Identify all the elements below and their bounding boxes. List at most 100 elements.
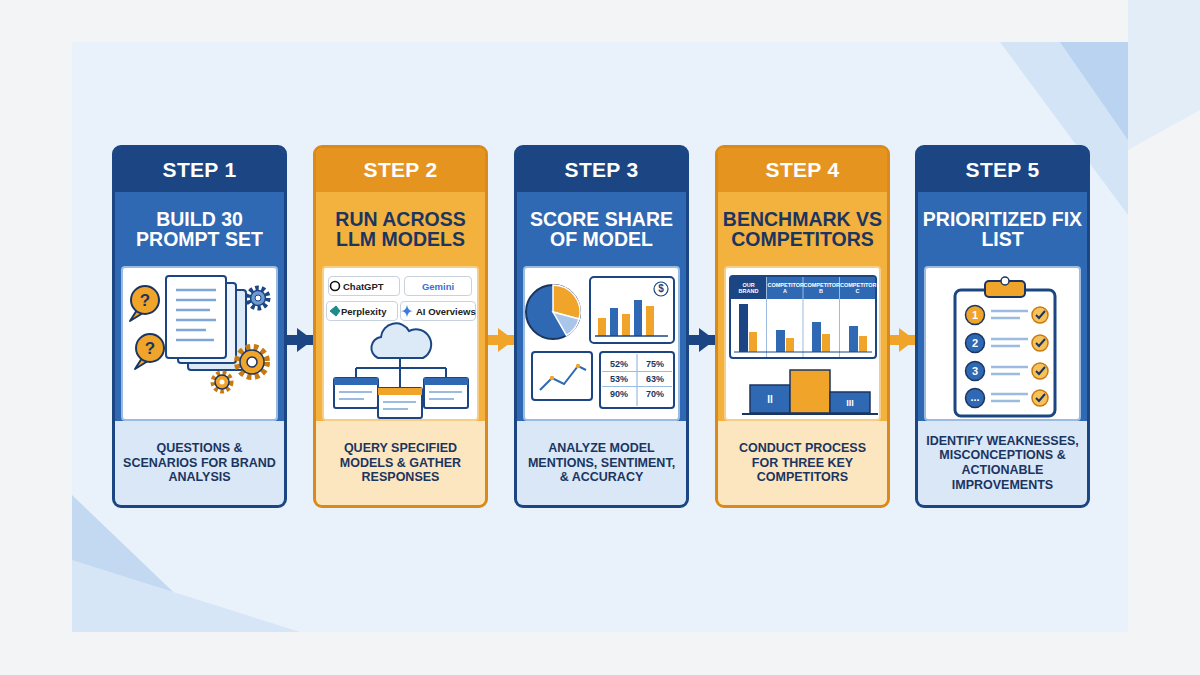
benchmark-chart [849,326,858,352]
step-description: CONDUCT PROCESS FOR THREE KEY COMPETITOR… [725,441,880,485]
description-area: ANALYZE MODEL MENTIONS, SENTIMENT, & ACC… [517,421,686,505]
question-mark: ? [140,292,150,309]
document-stack [178,283,236,363]
model-chip: Perplexity [326,301,398,321]
table-cell: 63% [646,375,664,384]
gear-icon [248,288,268,308]
cloud-network [339,392,462,409]
line-chart-card [532,352,592,400]
question-bubble [136,334,164,362]
step-label: STEP 2 [364,158,438,182]
title-area: BUILD 30 PROMPT SET [115,192,284,266]
gear-icon [220,380,225,385]
step-description: QUESTIONS & SCENARIOS FOR BRAND ANALYSIS [122,441,277,485]
cloud-network [334,378,378,408]
table-cell: 52% [610,360,628,369]
step-column: STEP 2 RUN ACROSS LLM MODELS QUERY SPECIFI… [313,145,488,508]
benchmark-chart [767,277,840,357]
list-number: 2 [972,338,978,349]
description-area: QUESTIONS & SCENARIOS FOR BRAND ANALYSIS [115,421,284,505]
header-band: STEP 1 [115,148,284,192]
line-chart-card [540,366,586,390]
model-name: Gemini [422,281,454,292]
step-label: STEP 4 [766,158,840,182]
model-logo [330,282,413,318]
bar-chart-card [610,308,618,336]
clipboard [966,334,985,353]
bar-chart-card [590,277,674,343]
flow-arrow [488,335,514,345]
description-area: QUERY SPECIFIED MODELS & GATHER RESPONSE… [316,421,485,505]
cloud-network [334,323,468,418]
clipboard [1032,335,1048,351]
clipboard [985,281,1025,297]
step-title: BENCHMARK VS COMPETITORS [722,209,883,250]
benchmark-chart [731,277,766,299]
benchmark-chart [730,276,876,358]
bar-chart-card [595,335,668,337]
podium [790,370,830,413]
pie-chart [553,312,579,335]
bar-chart-card [646,306,654,336]
table-card [600,352,674,408]
rank-number: III [846,399,854,408]
model-name: Perplexity [341,306,386,317]
gear-icon [213,288,268,391]
pie-chart [526,285,580,339]
gear-icon [213,373,231,391]
bar-chart-card [622,314,630,336]
model-chip: Gemini [404,276,472,296]
model-logo [401,305,413,317]
document-stack [176,290,216,340]
podium [830,392,870,413]
benchmark-chart [731,277,875,299]
title-area: SCORE SHARE OF MODEL [517,192,686,266]
table-card [600,352,674,408]
clipboard [966,306,985,325]
header-band: STEP 3 [517,148,686,192]
benchmark-chart [859,336,867,352]
clipboard [1036,311,1045,401]
line-chart-card [550,376,554,380]
column-header: COMPETITOR C [840,283,875,294]
header-band: STEP 4 [718,148,887,192]
step-description: IDENTIFY WEAKNESSES, MISCONCEPTIONS & AC… [925,434,1080,493]
table-cell: 53% [610,375,628,384]
illustration-panel [523,266,680,421]
gear-icon [251,291,266,306]
benchmark-chart [786,338,794,352]
pie-chart [553,285,580,319]
step-column: STEP 1BUILD 30 PROMPT SET QUESTIONS & SCE… [112,145,287,508]
cloud-network [378,388,422,418]
step-label: STEP 3 [565,158,639,182]
clipboard [991,311,1028,401]
bar-chart-card [598,318,606,336]
benchmark-chart [730,276,876,358]
illustration-panel [724,266,881,421]
step-title: PRIORITIZED FIX LIST [922,209,1083,250]
column-header: COMPETITOR B [804,283,839,294]
title-area: RUN ACROSS LLM MODELS [316,192,485,266]
pie-chart [526,285,580,339]
list-number: 1 [972,310,978,321]
clipboard [1032,363,1048,379]
line-chart-card [576,364,580,368]
illustration-panel [121,266,278,421]
table-card [602,354,672,406]
step-column: STEP 4 BENCHMARK VS COMPETITORS CONDUCT PR… [715,145,890,508]
model-logo [330,306,340,316]
clipboard [1032,307,1048,323]
step-title: SCORE SHARE OF MODEL [521,209,682,250]
document-stack [166,276,246,370]
list-number: ... [970,392,979,403]
cloud-network [356,358,446,388]
illustration-panel [924,266,1081,421]
question-bubble [130,310,143,321]
cloud-network [334,378,378,385]
flow-arrow [287,335,313,345]
table-cell: 90% [610,390,628,399]
model-name: ChatGPT [343,281,384,292]
step-column: STEP 5PRIORITIZED FIX LISTIDENTIFY WEAKN… [915,145,1090,508]
